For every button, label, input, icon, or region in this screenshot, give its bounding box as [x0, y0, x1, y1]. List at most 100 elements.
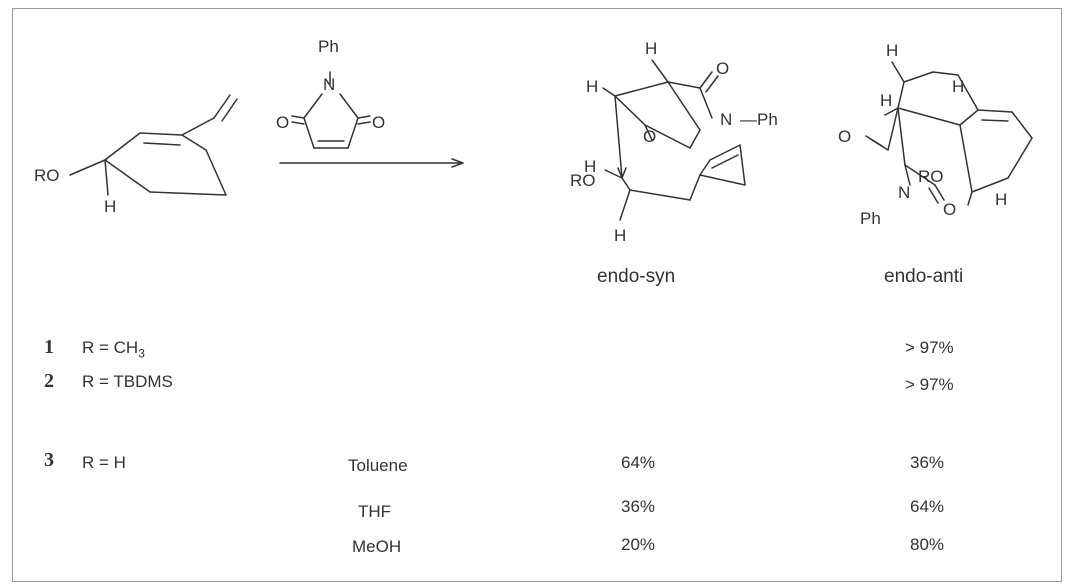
bond — [1011, 111, 1033, 139]
bond — [104, 159, 151, 193]
h-label: H — [104, 197, 116, 216]
bond — [104, 132, 141, 161]
o-label: O — [372, 113, 385, 132]
row-anti-yield: > 97% — [905, 375, 954, 394]
row-anti-yield: 36% — [910, 453, 945, 472]
bond — [357, 115, 371, 119]
bond — [291, 121, 305, 125]
wedge-bond — [617, 167, 627, 179]
row-solvent: Toluene — [348, 456, 408, 475]
row-number: 2 — [44, 370, 54, 392]
bond — [181, 134, 207, 151]
bond — [667, 81, 701, 131]
bond — [705, 75, 719, 93]
bond — [149, 191, 227, 196]
bond — [928, 187, 939, 204]
bond — [959, 124, 973, 193]
dienophile-structure: Ph N O O — [276, 37, 464, 168]
row-anti-yield: 80% — [910, 535, 945, 554]
bond — [934, 184, 945, 201]
h-label: H — [995, 190, 1007, 209]
row-number: 3 — [44, 449, 54, 471]
bond — [967, 191, 973, 206]
arrow-head — [451, 158, 464, 168]
row-substituent: R = TBDMS — [82, 372, 173, 391]
bond — [205, 149, 227, 196]
bond — [139, 132, 183, 136]
substituent-text: R = CH — [82, 338, 139, 357]
bond — [619, 189, 631, 221]
bond — [629, 189, 691, 201]
bond — [291, 115, 305, 119]
bond — [932, 71, 959, 76]
bond — [69, 159, 106, 176]
row-syn-yield: 36% — [621, 497, 656, 516]
row-substituent: R = CH3 — [82, 338, 145, 360]
bond — [904, 164, 911, 186]
row-syn-yield: 64% — [621, 453, 656, 472]
ro-label: RO — [34, 166, 60, 185]
row-anti-yield: > 97% — [905, 338, 954, 357]
bond — [959, 109, 979, 126]
diene-structure: RO H — [34, 94, 238, 216]
row-anti-yield: 64% — [910, 497, 945, 516]
bond — [614, 95, 623, 179]
bond — [339, 93, 359, 119]
n-label: N — [898, 183, 910, 202]
bond — [897, 107, 906, 166]
bond — [887, 107, 899, 151]
o-label: O — [716, 59, 729, 78]
n-label: N — [323, 75, 335, 94]
bond — [621, 177, 631, 191]
bond — [602, 87, 616, 97]
bond — [181, 117, 215, 136]
bond — [891, 61, 905, 83]
bond — [104, 159, 109, 196]
endo-syn-structure: H H O O N —Ph H RO H — [570, 39, 778, 245]
o-label: O — [276, 113, 289, 132]
bond — [357, 121, 371, 125]
ph-label: Ph — [318, 37, 339, 56]
bond — [614, 81, 669, 97]
bond — [699, 159, 711, 176]
bond — [897, 107, 961, 126]
bond — [903, 71, 934, 83]
bond — [884, 107, 899, 116]
bond — [689, 129, 701, 149]
bond — [143, 142, 181, 146]
h-label: H — [614, 226, 626, 245]
o-label: O — [838, 127, 851, 146]
bond — [347, 117, 359, 149]
h-label: H — [645, 39, 657, 58]
bond — [981, 119, 1009, 122]
h-label: H — [886, 41, 898, 60]
ph-label: —Ph — [740, 110, 778, 129]
bond — [904, 164, 936, 186]
bond — [739, 144, 746, 186]
bond — [221, 98, 238, 122]
ro-label: RO — [570, 171, 596, 190]
bond — [699, 174, 746, 186]
row-number: 1 — [44, 336, 54, 358]
bond — [644, 124, 653, 141]
o-label: O — [943, 200, 956, 219]
h-label: H — [880, 91, 892, 110]
substituent-subscript: 3 — [138, 346, 145, 361]
bond — [977, 109, 1013, 113]
row-solvent: MeOH — [352, 537, 402, 556]
scheme-frame — [12, 8, 1062, 582]
bond — [957, 74, 979, 111]
bond — [699, 71, 713, 89]
bond — [897, 81, 905, 109]
bond — [644, 124, 691, 149]
bond — [689, 174, 701, 201]
bond — [213, 94, 231, 119]
row-syn-yield: 20% — [621, 535, 656, 554]
ph-label: Ph — [860, 209, 881, 228]
endo-anti-structure: H H H O RO N Ph O H — [838, 41, 1033, 228]
h-label: H — [586, 77, 598, 96]
row-solvent: THF — [358, 502, 392, 521]
bond — [865, 135, 883, 147]
bond — [604, 169, 623, 179]
bond — [651, 59, 669, 83]
